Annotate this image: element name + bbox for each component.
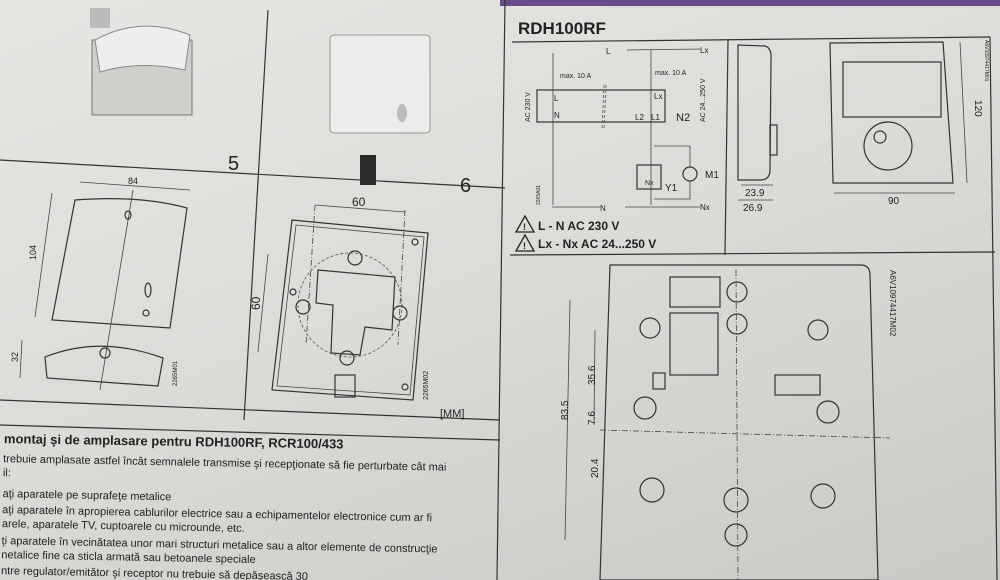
terminal-L1: L1 (651, 113, 660, 122)
dim-35-6: 35.6 (587, 365, 598, 385)
section-heading: e montaj şi de amplasare pentru RDH100RF… (0, 431, 344, 452)
terminal-L: L (554, 94, 559, 103)
body-line: trebuie amplasate astfel încât semnalele… (3, 453, 446, 474)
product-title: RDH100RF (518, 19, 606, 38)
figure-number-6: 6 (460, 175, 471, 197)
section-body: trebuie amplasate astfel încât semnalele… (1, 453, 447, 580)
label-Y1: Y1 (665, 183, 678, 194)
svg-text:!: ! (523, 222, 526, 232)
label-ac24: AC 24...250 V (700, 78, 707, 122)
dim-width-84: 84 (128, 176, 138, 186)
dim-83-5: 83.5 (560, 400, 571, 420)
body-line: netalice fine ca sticla armată sau betoa… (1, 549, 256, 566)
terminal-N: N (554, 111, 560, 120)
mounting-plate-drawing (564, 264, 891, 580)
dim-height-120: 120 (972, 100, 983, 117)
dim-depth-26-9: 26.9 (743, 203, 763, 214)
label-max-left: max. 10 A (560, 73, 591, 80)
wall-unit-drawing (19, 181, 191, 391)
wiring-diagram (536, 48, 701, 208)
body-line: ntre regulator/emitător şi receptor nu t… (1, 565, 308, 580)
dimension-code: A6V10974417M01 (983, 40, 989, 82)
mount-code: A6V10974417M02 (888, 270, 897, 337)
photo-fig6 (329, 34, 431, 185)
terminal-L2: L2 (635, 113, 644, 122)
label-ac230: AC 230 V (525, 92, 532, 122)
dim-depth-23-9: 23.9 (745, 188, 765, 199)
label-Nx-box: Nx (645, 180, 654, 187)
dim-plate-width-60: 60 (352, 195, 366, 209)
dim-height-104: 104 (28, 245, 38, 260)
svg-text:!: ! (523, 241, 526, 251)
label-Nx: Nx (700, 203, 710, 212)
warning-line-2: Lx - Nx AC 24...250 V (538, 237, 656, 251)
label-L: L (606, 47, 611, 56)
terminal-Lx: Lx (654, 92, 662, 101)
dim-width-90: 90 (888, 196, 900, 207)
drawing-code-plate: 2265M02 (423, 371, 430, 400)
body-line: arele, aparatele TV, cuptoarele cu micro… (2, 518, 245, 535)
figure-number-5: 5 (228, 153, 239, 175)
label-max-right: max. 10 A (655, 70, 686, 77)
dim-20-4: 20.4 (590, 458, 601, 478)
label-N: N (600, 204, 606, 213)
warning-line-1: L - N AC 230 V (538, 219, 619, 233)
label-M1: M1 (705, 170, 719, 181)
warning-icon: ! (514, 233, 536, 252)
body-line: aţi aparatele pe suprafeţe metalice (2, 488, 171, 503)
device-dimension-drawing (737, 41, 968, 201)
warning-icon: ! (514, 214, 536, 233)
photo-fig5 (90, 8, 193, 116)
wiring-code: 2265A01 (536, 185, 542, 205)
label-N2: N2 (676, 112, 690, 124)
base-plate-drawing (257, 204, 429, 401)
dim-plate-height-60: 60 (249, 296, 263, 310)
dim-depth-32: 32 (10, 352, 20, 362)
dim-7-6: 7.6 (587, 411, 598, 425)
background-strip (500, 0, 1000, 6)
body-line: il: (3, 467, 11, 479)
label-Lx: Lx (700, 46, 708, 55)
unit-label: [MM] (440, 408, 464, 420)
drawing-code: 2265M01 (173, 360, 179, 386)
